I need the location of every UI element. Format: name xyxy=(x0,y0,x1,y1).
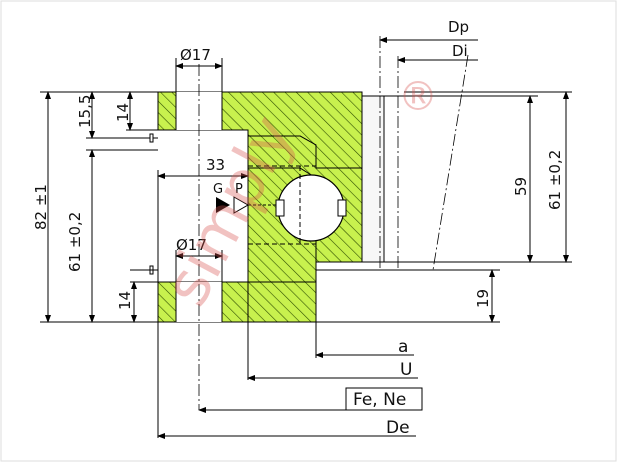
center-lines xyxy=(198,36,399,410)
label-dim-14-bottom: 14 xyxy=(116,291,134,310)
label-dim-59: 59 xyxy=(512,177,530,196)
label-u: U xyxy=(400,360,412,380)
label-dim-14-top: 14 xyxy=(114,103,132,122)
label-dim-82: 82 ±1 xyxy=(32,184,50,230)
label-dim-33: 33 xyxy=(206,156,225,174)
label-dim-61-right: 61 ±0,2 xyxy=(546,150,564,210)
ball xyxy=(277,174,345,242)
hidden-lines xyxy=(248,165,316,245)
label-dim-19: 19 xyxy=(474,289,492,308)
label-di: Di xyxy=(452,42,468,60)
grease-nipple-p-marker xyxy=(233,196,250,214)
hole-dim-bottom xyxy=(175,250,223,282)
label-lube-g: G xyxy=(213,182,223,197)
label-dim-15-5: 15,5 xyxy=(76,95,94,128)
label-a: a xyxy=(398,337,408,357)
fe-ne-box xyxy=(345,387,423,411)
grease-nipple-g-marker xyxy=(216,197,230,213)
right-dimension-lines xyxy=(316,37,572,323)
label-hole-dia-top: Ø17 xyxy=(180,46,211,64)
left-dimension-lines xyxy=(40,91,158,323)
watermark-registered: ® xyxy=(398,74,438,120)
label-dim-61-left: 61 ±0,2 xyxy=(66,212,84,272)
label-lube-p: P xyxy=(235,182,243,197)
label-fe-ne: Fe, Ne xyxy=(353,390,406,410)
bottom-leader-lines xyxy=(157,322,422,439)
label-de: De xyxy=(386,418,410,438)
gear-face xyxy=(361,95,385,263)
label-hole-dia-bottom: Ø17 xyxy=(176,236,207,254)
label-dp: Dp xyxy=(448,18,469,36)
hole-dim-top xyxy=(175,58,223,92)
